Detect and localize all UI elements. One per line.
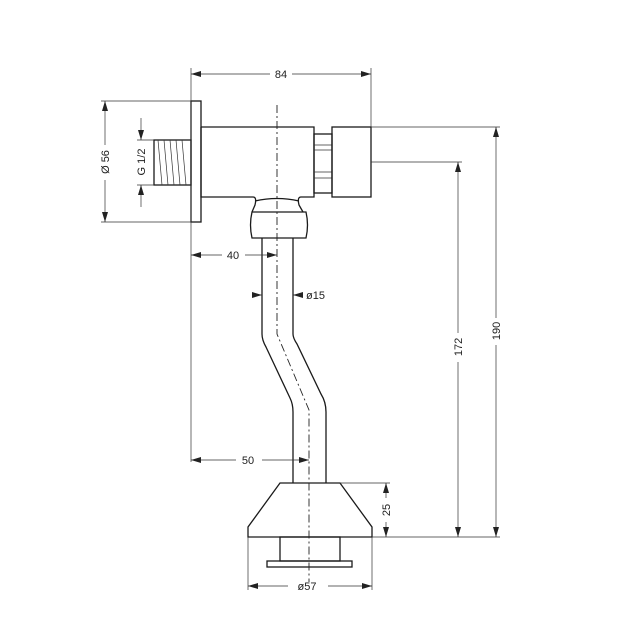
dim-knob-axis-height: 172	[453, 338, 465, 356]
dim-outlet-offset: 50	[242, 455, 254, 467]
valve-housing	[200, 126, 315, 213]
dimension-lines	[105, 74, 496, 586]
dim-overall-height: 190	[491, 322, 503, 340]
housing-joint	[254, 197, 300, 202]
dim-pipe-diameter: ø15	[306, 290, 325, 302]
outlet-flange	[266, 560, 353, 568]
dim-inlet-offset: 40	[227, 250, 239, 262]
dim-base-diameter: ø57	[298, 581, 317, 593]
outlet-sleeve	[279, 536, 341, 562]
wall-flange	[190, 100, 202, 223]
push-button-knob	[331, 126, 372, 198]
dim-cone-height: 25	[381, 504, 393, 516]
dim-flange-diameter: Ø 56	[100, 150, 112, 174]
union-nut	[249, 211, 309, 239]
valve-body	[153, 100, 373, 582]
thread-connector	[153, 139, 192, 186]
extension-lines	[101, 68, 500, 590]
push-button-stem	[313, 133, 333, 194]
cone-rosette	[247, 482, 373, 538]
dim-thread: G 1/2	[136, 149, 148, 176]
outlet-pipe	[261, 238, 327, 483]
centerline	[276, 105, 310, 582]
dim-overall-width: 84	[275, 69, 287, 81]
